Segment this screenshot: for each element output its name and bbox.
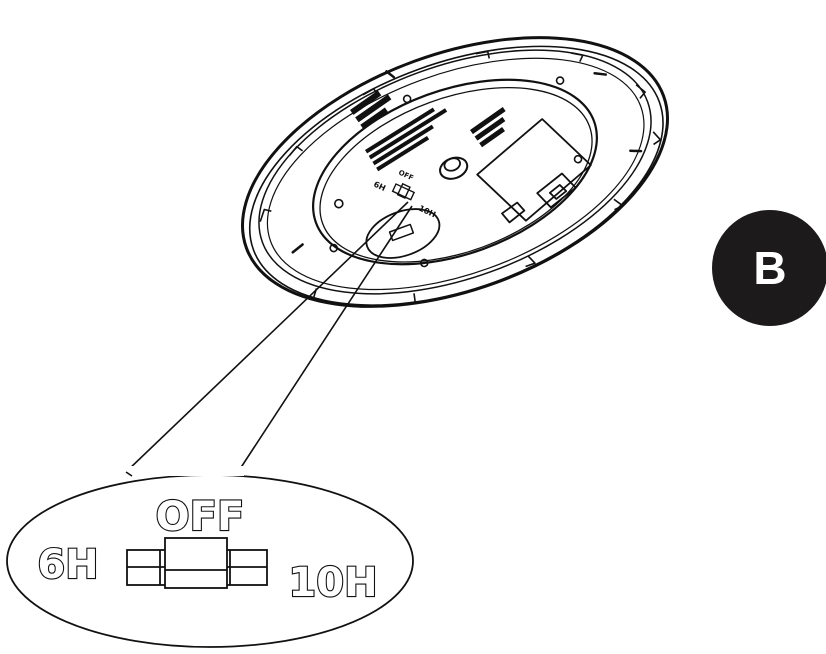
switch-callout: OFF 6H 10H: [6, 466, 414, 648]
center-button: [439, 156, 469, 180]
plate-inner-ring: [312, 78, 598, 266]
plate-flange: [258, 49, 652, 295]
screw-holes: [329, 76, 583, 268]
step-badge-circle: [712, 210, 826, 326]
slide-switch: [126, 537, 268, 589]
plate-flange-2: [266, 57, 645, 291]
switch-slider: [164, 537, 228, 589]
switch-off-label: OFF: [156, 494, 245, 540]
step-badge: B: [712, 210, 826, 326]
switch-6h-label: 6H: [37, 542, 98, 588]
plate-inner-ring-2: [319, 87, 593, 263]
plate-outer-rim: [241, 36, 669, 308]
step-badge-letter: B: [753, 242, 786, 294]
rim-tabs: [259, 50, 662, 305]
plate-outer-rim-2: [248, 45, 664, 306]
device-label-left: 6H: [372, 180, 387, 193]
device-switch-labels: 6H OFF 10H: [372, 169, 437, 220]
plate-switch-recess: [365, 208, 441, 259]
callout-leader-lines: [125, 201, 413, 473]
device-label-top: OFF: [397, 169, 415, 183]
device-label-right: 10H: [417, 204, 437, 220]
locating-pins: [291, 70, 643, 254]
connector-housing: [476, 118, 592, 224]
leader-line-left: [125, 201, 409, 473]
device-base-plate: [241, 36, 669, 308]
device-printed-labels: [350, 90, 506, 172]
leader-line-right: [237, 205, 413, 473]
switch-10h-label: 10H: [288, 560, 377, 606]
